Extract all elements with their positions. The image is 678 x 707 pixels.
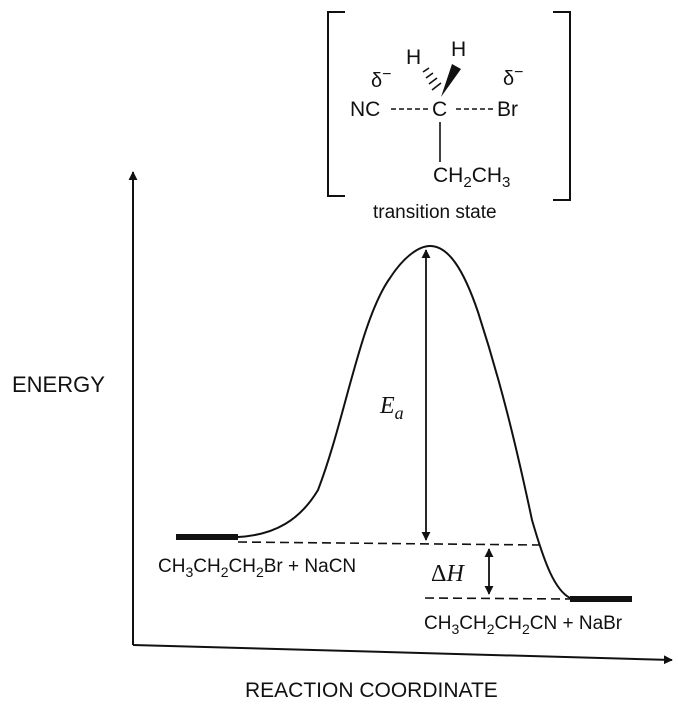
ts-ethyl: CH2CH3 <box>433 164 510 191</box>
ts-delta-left: δ− <box>371 66 391 92</box>
ts-nc: NC <box>350 98 380 121</box>
y-axis-label: ENERGY <box>12 372 105 397</box>
ts-delta-right: δ− <box>503 64 523 90</box>
ts-carbon: C <box>432 98 447 121</box>
x-axis-label: REACTION COORDINATE <box>245 679 498 702</box>
energy-curve <box>176 244 633 601</box>
ea-label: Ea <box>379 393 404 423</box>
products-label: CH3CH2CH2CN + NaBr <box>424 613 623 637</box>
ts-br: Br <box>497 98 518 121</box>
ts-h-left: H <box>406 46 421 69</box>
reactants-label: CH3CH2CH2Br + NaCN <box>158 556 356 580</box>
product-dashed-line <box>424 597 571 600</box>
ts-h-right: H <box>451 38 466 61</box>
x-axis <box>132 644 673 665</box>
hashed-wedge-bond <box>422 67 442 91</box>
right-bracket <box>553 11 571 201</box>
reactant-dashed-line <box>237 541 541 546</box>
ts-caption: transition state <box>373 202 497 223</box>
left-bracket <box>327 11 345 197</box>
solid-wedge-bond <box>441 64 461 97</box>
delta-h-label: ΔH <box>431 561 465 587</box>
